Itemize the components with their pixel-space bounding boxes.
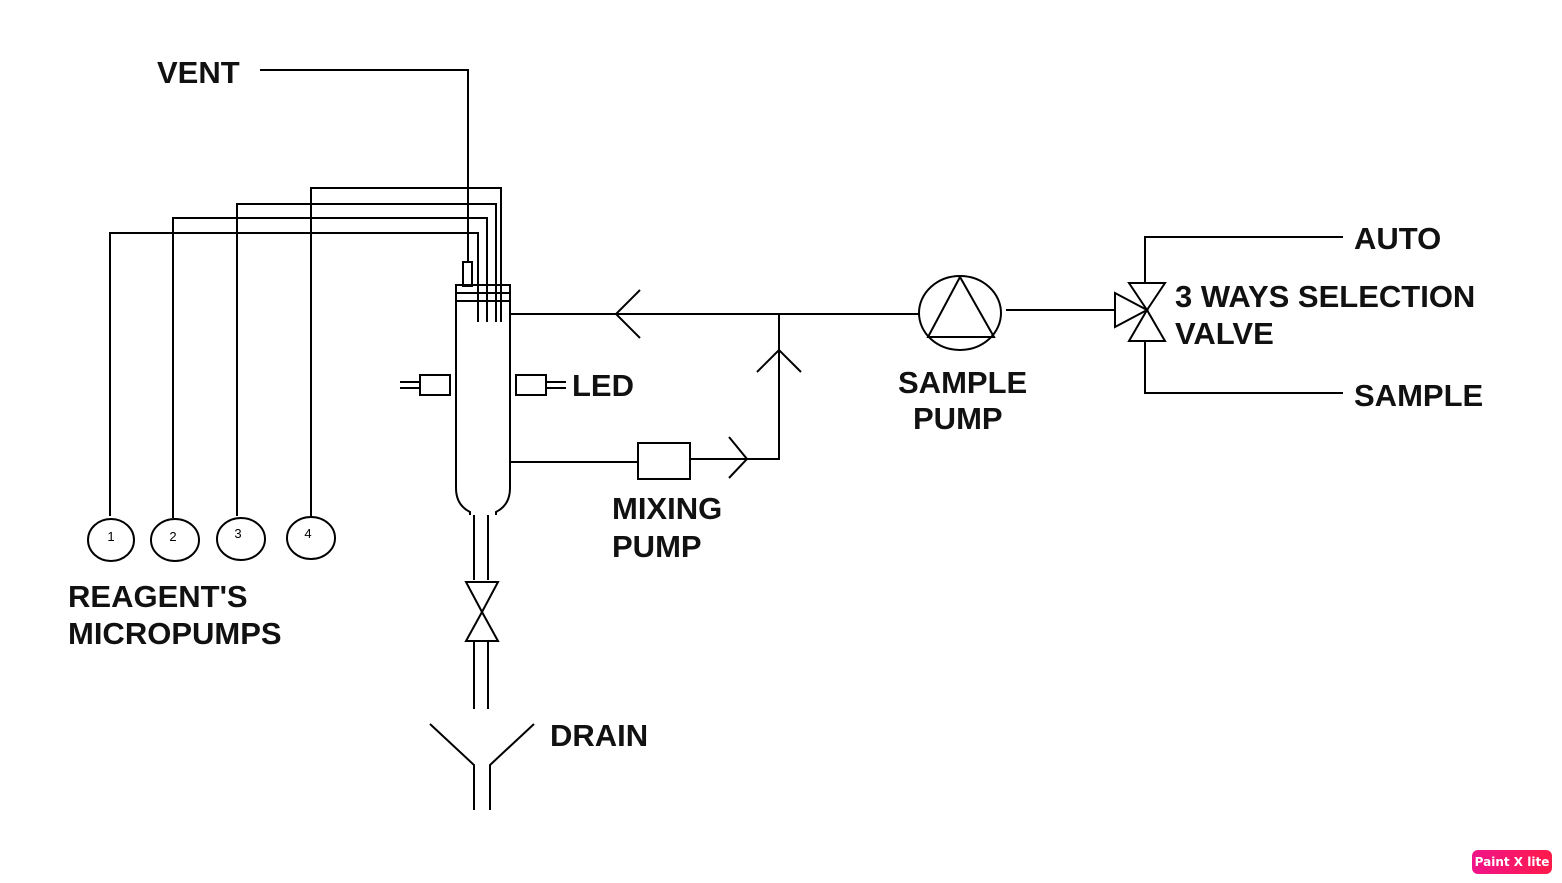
sample-pump <box>918 274 1115 351</box>
reagent-line-2 <box>172 217 488 518</box>
led-right <box>515 374 566 396</box>
reagent-line-1 <box>109 232 479 516</box>
led-left <box>400 374 451 396</box>
micropump-number: 1 <box>107 529 114 544</box>
sample-pump-label-line2: PUMP <box>913 401 1003 436</box>
drain-valve <box>464 581 500 709</box>
reagent-line-3 <box>236 203 497 516</box>
vent-label: VENT <box>157 55 240 90</box>
mixing-pump-label-line1: MIXING <box>612 491 722 526</box>
three-way-valve <box>1114 236 1343 394</box>
sample-label: SAMPLE <box>1354 378 1483 413</box>
reaction-cell <box>455 284 511 580</box>
valve-label-line2: VALVE <box>1175 316 1274 351</box>
drain-funnel <box>429 723 535 810</box>
led-label: LED <box>572 368 634 403</box>
mixing-pump-label-line2: PUMP <box>612 529 702 564</box>
micropump-2: 2 <box>150 518 200 562</box>
watermark-badge: Paint X lite <box>1472 850 1552 874</box>
micropump-number: 3 <box>234 526 241 541</box>
reagents-label-line1: REAGENT'S <box>68 579 248 614</box>
reagent-line-4 <box>310 187 502 516</box>
mixing-pump-box <box>637 442 691 480</box>
micropump-3: 3 <box>216 517 266 561</box>
micropump-number: 4 <box>304 526 311 541</box>
micropump-1: 1 <box>87 518 135 562</box>
sample-line <box>510 289 920 339</box>
valve-label-line1: 3 WAYS SELECTION <box>1175 279 1475 314</box>
reagents-label-line2: MICROPUMPS <box>68 616 282 651</box>
auto-label: AUTO <box>1354 221 1441 256</box>
micropump-number: 2 <box>169 529 176 544</box>
mixing-loop <box>510 314 802 480</box>
reagent-lines <box>109 187 502 518</box>
micropump-4: 4 <box>286 516 336 560</box>
vent-line <box>260 69 473 287</box>
sample-pump-label-line1: SAMPLE <box>898 365 1027 400</box>
drain-label: DRAIN <box>550 718 648 753</box>
